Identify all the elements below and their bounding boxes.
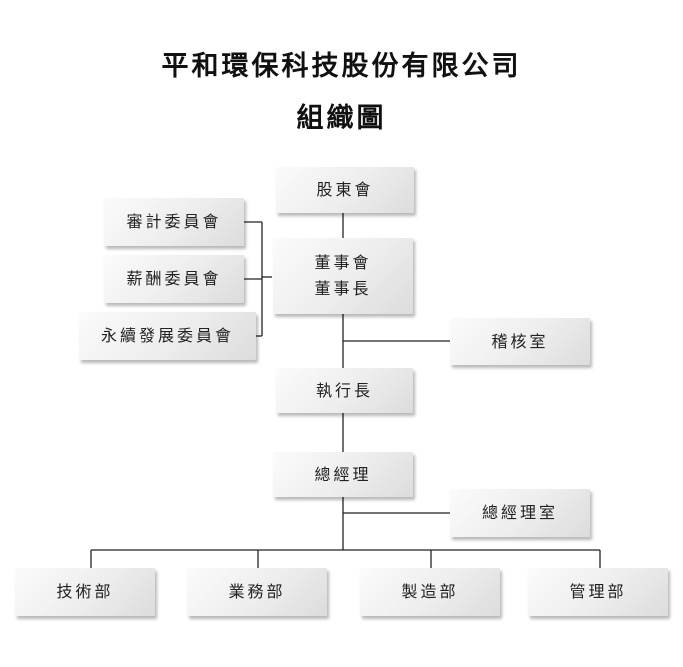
node-tech-dept: 技術部 (15, 568, 155, 616)
node-management-dept: 管理部 (528, 568, 668, 616)
node-manufacturing-dept: 製造部 (360, 568, 500, 616)
node-board: 董事會 董事長 (273, 238, 413, 314)
node-board-line2: 董事長 (314, 279, 372, 298)
chart-title: 組織圖 (296, 103, 387, 134)
company-title: 平和環保科技股份有限公司 (161, 51, 522, 82)
node-remuneration-committee: 薪酬委員會 (104, 255, 244, 303)
node-board-line1: 董事會 (314, 253, 372, 272)
node-gm-office: 總經理室 (450, 489, 590, 537)
node-business-dept: 業務部 (187, 568, 327, 616)
node-ceo: 執行長 (276, 368, 413, 413)
node-shareholders: 股東會 (276, 167, 414, 213)
node-general-manager: 總經理 (273, 452, 413, 497)
node-internal-audit: 稽核室 (450, 318, 590, 365)
node-audit-committee: 審計委員會 (104, 198, 244, 246)
node-sustainability-committee: 永續發展委員會 (79, 312, 256, 360)
